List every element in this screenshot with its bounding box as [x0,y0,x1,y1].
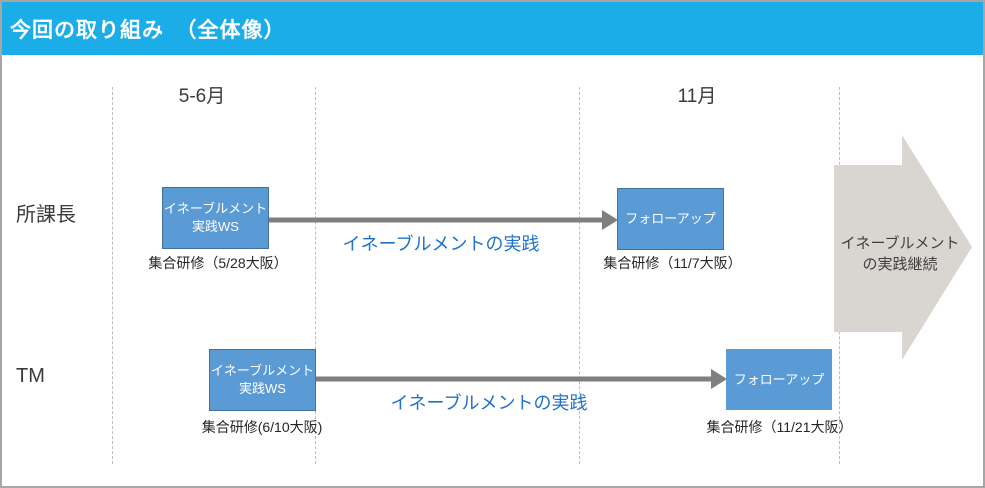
column-header-november: 11月 [677,86,717,107]
continuation-label-line2: の実践継続 [862,256,938,273]
ws-box-row1: イネーブルメント 実践WS [162,187,269,249]
continuation-label-line1: イネーブルメント [840,235,960,252]
training-caption-row1-ws: 集合研修（5/28大阪） [148,255,288,271]
practice-label-row1: イネーブルメントの実践 [342,234,540,254]
followup-box-row1: フォローアップ [617,188,724,250]
followup-box-row2: フォローアップ [726,349,832,410]
practice-arrow-row1 [269,210,618,230]
arrow-right-icon [602,210,618,230]
training-caption-row2-followup: 集合研修（11/21大阪） [706,419,853,435]
training-caption-row1-followup: 集合研修（11/7大阪） [603,255,742,271]
ws-box-row2-line1: イネーブルメント [210,363,315,379]
dashed-divider-1 [112,87,113,464]
arrow-right-icon [711,369,727,389]
header-bar: 今回の取り組み （全体像） [2,2,983,55]
column-header-may-june: 5-6月 [178,86,226,107]
continuation-label: イネーブルメント の実践継続 [834,233,966,275]
dashed-divider-3 [579,87,580,464]
dashed-divider-2 [315,87,316,464]
practice-label-row2: イネーブルメントの実践 [390,393,588,413]
training-caption-row2-ws: 集合研修(6/10大阪) [201,419,323,435]
row-label-tm: TM [16,365,45,387]
ws-box-row2-line2: 実践WS [239,381,286,396]
row-label-shokacho: 所課長 [16,204,76,226]
practice-arrow-row2 [316,369,727,389]
followup-box-row2-label: フォローアップ [733,371,825,387]
ws-box-row1-line2: 実践WS [192,219,239,234]
page-title: 今回の取り組み （全体像） [10,18,286,42]
continuation-arrow-icon [834,135,972,360]
followup-box-row1-label: フォローアップ [625,211,716,227]
ws-box-row2: イネーブルメント 実践WS [209,349,316,411]
ws-box-row1-line1: イネーブルメント [163,201,268,217]
